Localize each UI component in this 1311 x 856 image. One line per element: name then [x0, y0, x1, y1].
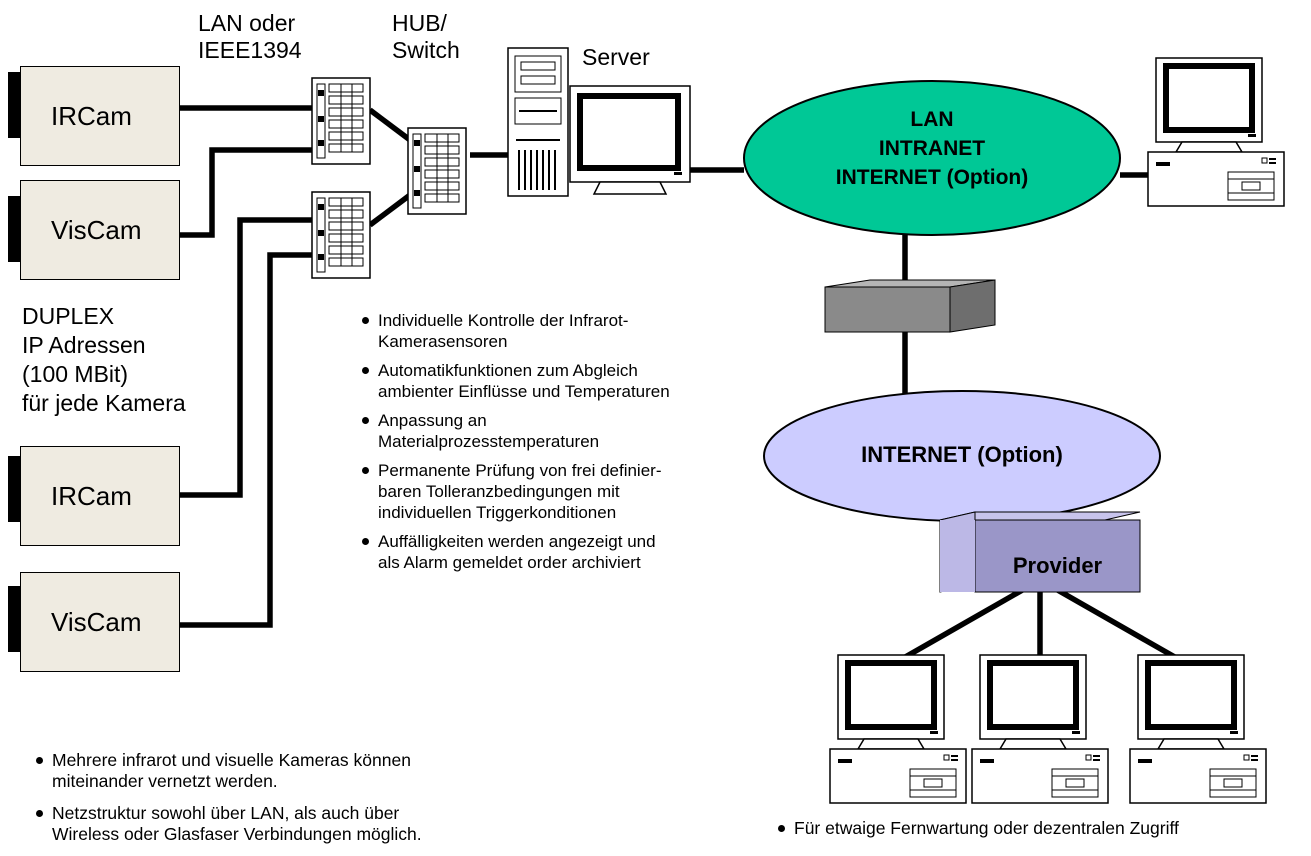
- duplex-line: für jede Kamera: [22, 390, 186, 416]
- camera-ircam-1: IRCam: [20, 66, 180, 166]
- server-tower: [507, 47, 569, 197]
- camera-label: IRCam: [51, 480, 132, 511]
- provider-box: [939, 511, 1141, 593]
- server-monitor: [569, 85, 691, 195]
- hub-switch-label: HUB/ Switch: [392, 10, 460, 64]
- camera-cables: [180, 105, 1182, 663]
- switch-hub: [407, 127, 467, 215]
- camera-ircam-2: IRCam: [20, 446, 180, 546]
- lan-line: INTERNET (Option): [835, 166, 1029, 189]
- duplex-info: DUPLEX IP Adressen (100 MBit) für jede K…: [22, 302, 186, 418]
- lan-ellipse: [743, 80, 1121, 236]
- lan-ieee-line-2: IEEE1394: [198, 37, 302, 63]
- hub-switch-line-2: Switch: [392, 37, 460, 63]
- duplex-line: (100 MBit): [22, 361, 129, 387]
- note-item: Mehrere infrarot und visuelle Kameras kö…: [36, 750, 556, 792]
- camera-lens-icon: [8, 196, 20, 262]
- internet-ellipse-label: INTERNET (Option): [861, 442, 1063, 467]
- lan-line: INTRANET: [878, 137, 986, 160]
- feature-item: Individuelle Kontrolle der Infrarot- Kam…: [362, 310, 762, 352]
- feature-item: Anpassung an Materialprozesstemperaturen: [362, 410, 762, 452]
- remote-pc-3: [1130, 655, 1266, 803]
- duplex-line: DUPLEX: [22, 303, 115, 329]
- remote-note: Für etwaige Fernwartung oder dezentralen…: [778, 818, 1298, 850]
- camera-viscam-1: VisCam: [20, 180, 180, 280]
- hub-switch-line-1: HUB/: [392, 10, 447, 36]
- camera-lens-icon: [8, 456, 20, 522]
- switch-1: [311, 77, 371, 165]
- lan-ellipse-label: LAN INTRANET INTERNET (Option): [744, 105, 1120, 192]
- server-label: Server: [582, 44, 650, 70]
- lan-line: LAN: [910, 108, 954, 131]
- remote-pc-2: [972, 655, 1108, 803]
- camera-label: VisCam: [51, 606, 142, 637]
- feature-item: Automatikfunktionen zum Abgleich ambient…: [362, 360, 762, 402]
- camera-lens-icon: [8, 72, 20, 138]
- provider-label: Provider: [1012, 553, 1103, 578]
- note-item: Netzstruktur sowohl über LAN, als auch ü…: [36, 803, 556, 845]
- duplex-line: IP Adressen: [22, 332, 146, 358]
- camera-label: IRCam: [51, 100, 132, 131]
- feature-item: Permanente Prüfung von frei definier- ba…: [362, 460, 762, 523]
- lan-ieee-line-1: LAN oder: [198, 10, 296, 36]
- remote-pc-top: [1148, 58, 1284, 206]
- camera-lens-icon: [8, 586, 20, 652]
- switch-2: [311, 191, 371, 279]
- remote-pc-1: [830, 655, 966, 803]
- notes-list: Mehrere infrarot und visuelle Kameras kö…: [36, 750, 556, 856]
- feature-item: Auffälligkeiten werden angezeigt und als…: [362, 531, 762, 573]
- router-box: [824, 279, 996, 333]
- feature-list: Individuelle Kontrolle der Infrarot- Kam…: [362, 310, 762, 581]
- remote-note-item: Für etwaige Fernwartung oder dezentralen…: [778, 818, 1298, 839]
- lan-ieee-label: LAN oder IEEE1394: [198, 10, 302, 64]
- camera-label: VisCam: [51, 214, 142, 245]
- camera-viscam-2: VisCam: [20, 572, 180, 672]
